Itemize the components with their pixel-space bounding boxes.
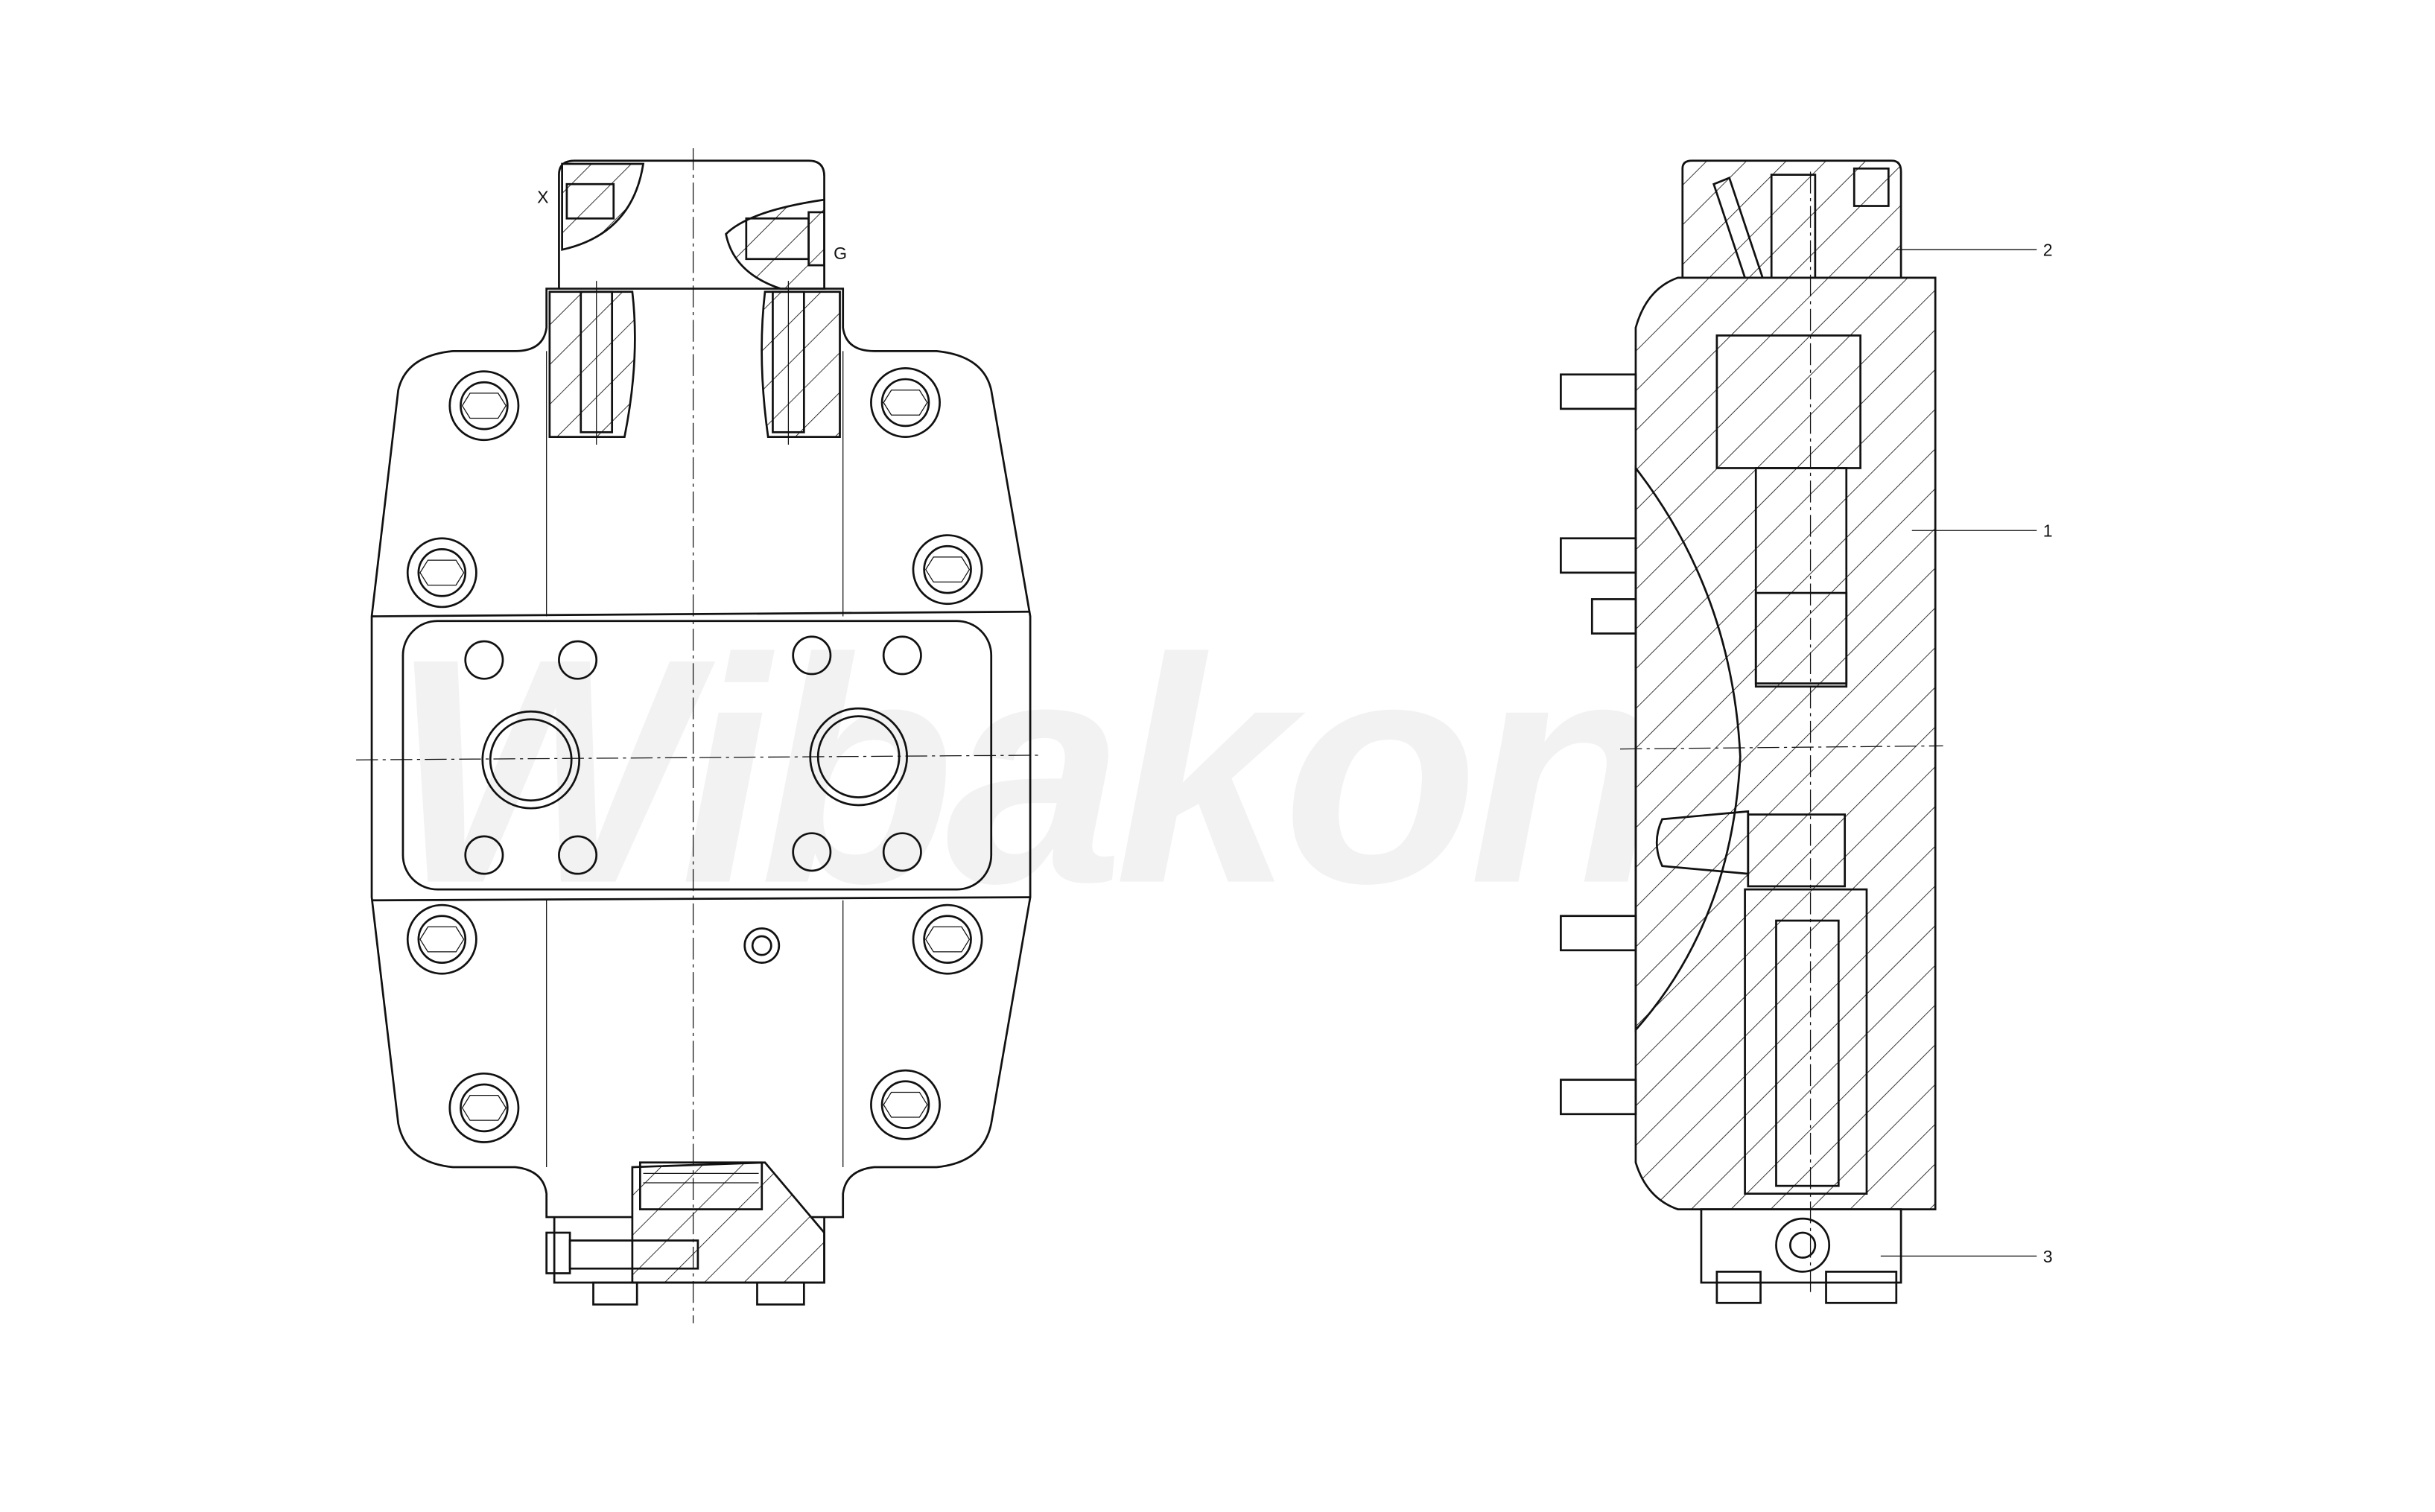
- bottom-foot-left: [592, 1281, 638, 1306]
- bottom-block: [553, 1217, 825, 1284]
- top-block-section-right: [725, 198, 825, 290]
- upper-piston: [1754, 467, 1848, 688]
- mounting-holes: [464, 635, 922, 875]
- stud: [1560, 537, 1637, 574]
- watermark: Wibakon: [390, 593, 1655, 950]
- cradle-cavity: [1634, 465, 1742, 1033]
- bolt: [406, 903, 477, 975]
- bottom-foot: [1715, 1271, 1762, 1304]
- top-block-section-left: [561, 162, 645, 251]
- bolt: [406, 537, 477, 609]
- part-label-3: 3: [2043, 1247, 2053, 1266]
- main-port-a: [481, 710, 581, 810]
- stud: [1590, 598, 1637, 635]
- housing-outline: [370, 288, 1032, 1219]
- side-centerline-horizontal: [1619, 745, 1943, 750]
- stud: [1560, 373, 1637, 410]
- bolt: [870, 1069, 941, 1140]
- part-label-1: 1: [2043, 521, 2053, 541]
- bolt: [448, 370, 520, 442]
- port-x-bore: [565, 182, 615, 220]
- plug-fitting: [743, 927, 781, 964]
- bottom-foot-right: [756, 1281, 805, 1306]
- stud: [1560, 915, 1637, 952]
- bottom-foot: [1825, 1271, 1898, 1304]
- pivot-block: [1747, 813, 1847, 888]
- port-g-cap: [807, 211, 825, 267]
- bottom-section: [631, 1161, 825, 1284]
- front-view: X G: [356, 148, 1038, 1324]
- bottom-piston: [639, 1161, 763, 1210]
- bottom-cover: [1700, 1208, 1902, 1284]
- centerline-horizontal: [356, 755, 1038, 760]
- flange-edge-top: [372, 610, 1031, 617]
- lower-piston-chamber: [1744, 888, 1868, 1195]
- lower-piston: [1775, 919, 1840, 1187]
- side-view: 2 1 3: [1560, 159, 2053, 1304]
- port-label-x: X: [537, 187, 548, 206]
- bolt: [912, 534, 983, 606]
- bottom-port: [1775, 1217, 1831, 1273]
- upper-piston-thread: [1754, 591, 1848, 684]
- cartridge-right: [761, 281, 841, 445]
- bottom-screw-head: [545, 1231, 571, 1274]
- cartridge-left: [548, 281, 636, 445]
- bolt: [870, 367, 941, 438]
- top-block: [558, 159, 825, 289]
- stud: [1560, 1079, 1637, 1116]
- bottom-screw: [568, 1239, 699, 1270]
- part-label-2: 2: [2043, 241, 2053, 260]
- main-housing: [1634, 276, 1937, 1210]
- port-label-g: G: [834, 244, 847, 263]
- bottom-port-inner: [1788, 1231, 1817, 1259]
- flange-edge-bottom: [372, 896, 1031, 902]
- bolt: [448, 1072, 520, 1143]
- pivot-pin: [1655, 810, 1750, 875]
- top-plug: [1853, 167, 1890, 207]
- bolt: [912, 903, 983, 975]
- top-cover: [1681, 159, 1902, 279]
